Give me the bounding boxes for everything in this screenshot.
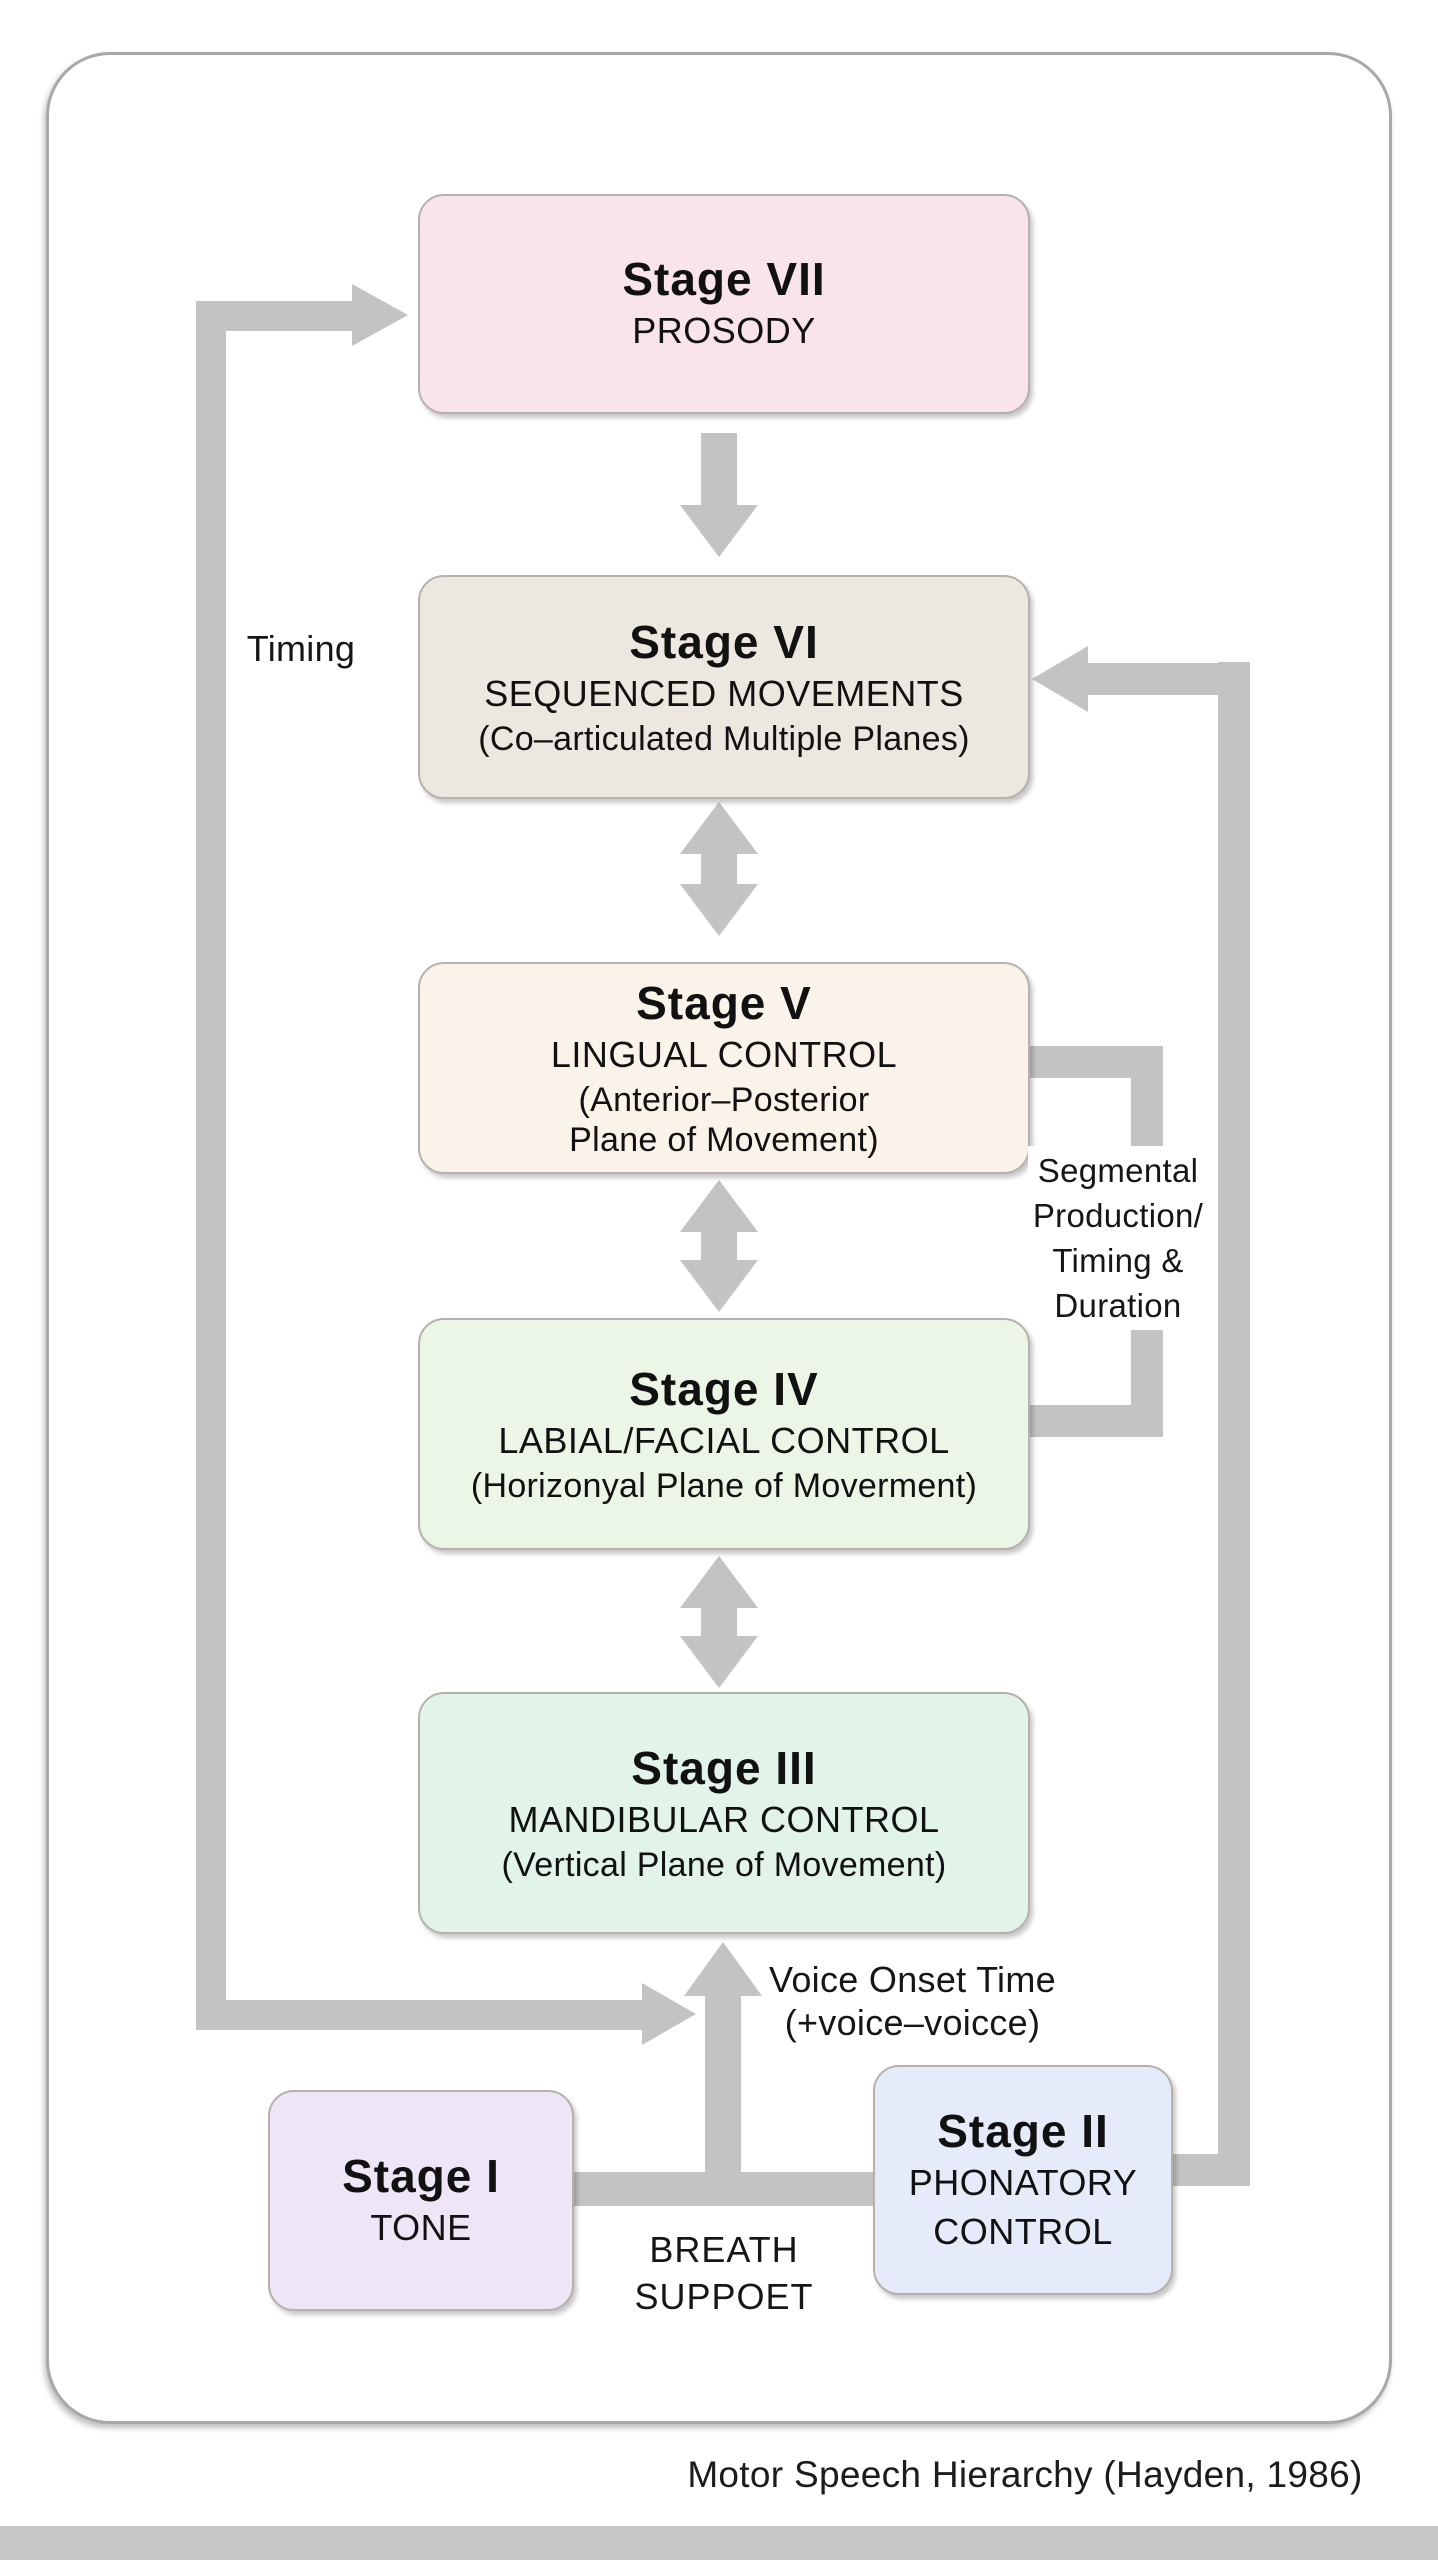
stage-vi-title: Stage VI <box>629 616 819 669</box>
segmental-label-line2: Production/ <box>1032 1197 1204 1234</box>
breath-support-line2: SUPPOET <box>634 2276 814 2317</box>
stage-v-detail-line1: (Anterior–Posterior <box>578 1080 870 1119</box>
down-arrow-stage7-stage6-icon <box>680 505 758 557</box>
voice-onset-time-line1: Voice Onset Time <box>769 1959 1056 2000</box>
phonatory-feedback-line-vertical <box>1218 662 1250 2186</box>
stage-ii-subtitle-line2: CONTROL <box>933 2210 1113 2252</box>
stage-v-box: Stage V LINGUAL CONTROL (Anterior–Poster… <box>418 962 1030 1174</box>
breath-line-horizontal <box>574 2172 874 2206</box>
arrow-right-into-stage7-icon <box>352 284 408 346</box>
stage-i-subtitle: TONE <box>370 2206 472 2248</box>
voice-onset-time-label: Voice Onset Time (+voice–voicce) <box>760 1958 1065 2044</box>
stage-iii-title: Stage III <box>631 1742 817 1795</box>
stage-v-detail-line2: Plane of Movement) <box>569 1120 879 1159</box>
stage-iii-subtitle: MANDIBULAR CONTROL <box>508 1799 940 1841</box>
segmental-label-line1: Segmental <box>1037 1152 1199 1189</box>
segmental-label: Segmental Production/ Timing & Duration <box>1028 1146 1208 1330</box>
timing-feedback-line-vertical <box>196 301 226 2030</box>
stage-iii-box: Stage III MANDIBULAR CONTROL (Vertical P… <box>418 1692 1030 1934</box>
double-arrow-stage5-stage4-icon <box>680 1180 758 1312</box>
stage-v-subtitle: LINGUAL CONTROL <box>550 1034 898 1076</box>
phonatory-feedback-line-bottom <box>1172 2154 1250 2186</box>
breath-support-line1: BREATH <box>649 2229 799 2270</box>
double-arrow-stage4-stage3-icon <box>680 1556 758 1688</box>
stage-iii-detail: (Vertical Plane of Movement) <box>501 1845 947 1884</box>
bottom-gray-band <box>0 2526 1438 2560</box>
stage-vii-subtitle: PROSODY <box>632 310 816 352</box>
breath-line-vertical <box>705 1996 741 2206</box>
stage-i-title: Stage I <box>342 2149 500 2202</box>
voice-onset-time-line2: (+voice–voicce) <box>784 2002 1041 2043</box>
stage-v-title: Stage V <box>636 977 812 1029</box>
stage-iv-detail: (Horizonyal Plane of Moverment) <box>470 1466 978 1505</box>
stage-ii-subtitle-line1: PHONATORY <box>908 2162 1138 2203</box>
stage-vi-subtitle: SEQUENCED MOVEMENTS <box>484 673 964 715</box>
breath-support-label: BREATH SUPPOET <box>598 2226 850 2320</box>
timing-label: Timing <box>246 628 356 669</box>
double-arrow-stage6-stage5-icon <box>680 802 758 936</box>
stage-vi-box: Stage VI SEQUENCED MOVEMENTS (Co–articul… <box>418 575 1030 799</box>
stage-vii-box: Stage VII PROSODY <box>418 194 1030 414</box>
timing-feedback-line-bottom <box>196 2000 642 2030</box>
stage-iv-box: Stage IV LABIAL/FACIAL CONTROL (Horizony… <box>418 1318 1030 1550</box>
stage-ii-box: Stage II PHONATORY CONTROL <box>873 2065 1173 2295</box>
stage-ii-title: Stage II <box>937 2104 1109 2157</box>
down-arrow-shaft <box>701 433 737 509</box>
stage-iv-title: Stage IV <box>629 1363 819 1416</box>
arrow-up-into-stage3-icon <box>684 1942 762 1996</box>
stage-iv-subtitle: LABIAL/FACIAL CONTROL <box>498 1420 950 1462</box>
segmental-bracket-bottom <box>1030 1405 1163 1437</box>
diagram-caption: Motor Speech Hierarchy (Hayden, 1986) <box>687 2454 1363 2495</box>
arrow-left-into-stage6-icon <box>1032 646 1088 712</box>
phonatory-feedback-line-top <box>1088 663 1250 695</box>
stage-i-box: Stage I TONE <box>268 2090 574 2311</box>
stage-vi-detail: (Co–articulated Multiple Planes) <box>478 719 970 758</box>
segmental-label-line4: Duration <box>1054 1287 1182 1324</box>
stage-vii-title: Stage VII <box>622 253 826 306</box>
timing-feedback-line-top <box>196 301 352 331</box>
segmental-label-line3: Timing & <box>1052 1242 1184 1279</box>
